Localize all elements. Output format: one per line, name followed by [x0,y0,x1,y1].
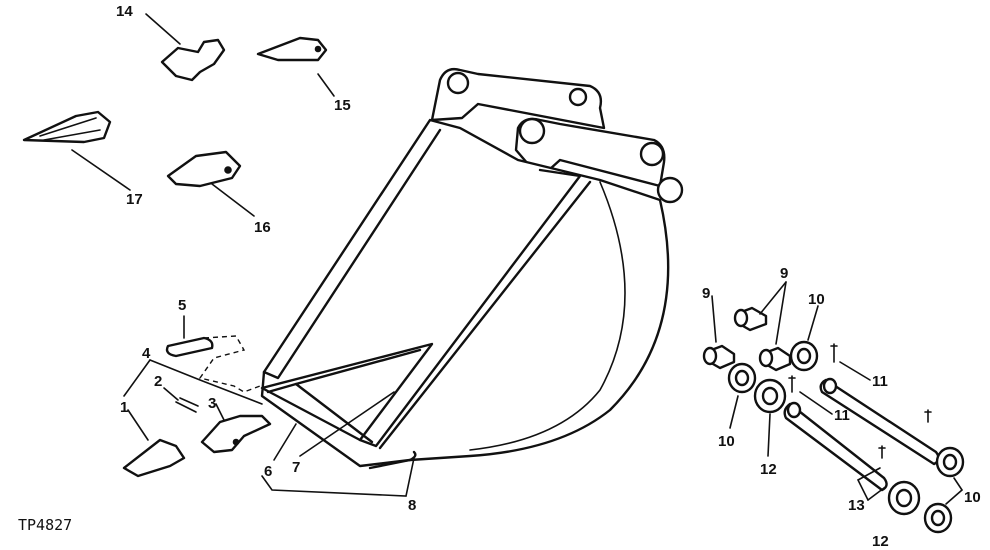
shim-10-right-bottom [923,502,953,534]
lower-pin-boss [656,176,684,204]
bushing-9-mid [758,346,792,372]
tooth-17 [22,110,112,144]
callout-14: 14 [116,3,133,20]
callout-17: 17 [126,191,143,208]
callout-8: 8 [408,497,416,514]
side-cutter [368,450,417,470]
shim-12-right [887,480,921,516]
callout-16: 16 [254,219,271,236]
tooth-15 [256,36,328,62]
callout-10-top: 10 [808,291,825,308]
rear-link-plate [430,67,606,130]
retainer-2 [175,397,199,413]
bucket-back-curve [469,181,626,451]
callout-7: 7 [292,459,300,476]
adapter-3 [200,414,272,454]
bushing-9-top [733,306,768,332]
callout-10-left: 10 [718,433,735,450]
pin-5 [165,336,214,358]
shim-10-right-top [935,446,965,478]
floor-line [294,348,422,386]
callout-2: 2 [154,373,162,390]
adapter-16 [166,150,242,188]
pin-5-leader-dashed [198,335,261,393]
bolt-11-top [830,343,932,423]
shim-12-left [753,378,787,414]
tooth-1 [122,438,186,478]
right-side-edge [358,168,582,448]
callout-13: 13 [848,497,865,514]
callout-6: 6 [264,463,272,480]
rear-pin-boss-right [568,87,588,107]
bushing-9-left [702,344,736,370]
front-pin-boss-right [639,141,665,167]
callout-4: 4 [142,345,151,362]
callout-3: 3 [208,395,216,412]
callout-12-bottom: 12 [872,533,889,550]
shim-10-top [789,340,819,372]
leader-lines [71,13,963,505]
left-side-edge [262,128,442,380]
callout-10-right: 10 [964,489,981,506]
bolt-11-mid [788,375,886,459]
callout-5: 5 [178,297,186,314]
callout-9-left: 9 [702,285,710,302]
tooth-14 [160,38,226,82]
rear-pin-boss-left [446,71,470,95]
callout-15: 15 [334,97,351,114]
callout-9-top: 9 [780,265,788,282]
callout-1: 1 [120,399,128,416]
callout-11-mid: 11 [834,407,850,424]
shim-10-left [727,362,757,394]
callout-labels: 14 15 17 16 5 4 2 3 1 6 7 8 9 9 10 10 11… [18,3,981,550]
bucket-mouth [260,342,434,442]
callout-12-left: 12 [760,461,777,478]
figure-id: TP4827 [18,516,72,534]
front-pin-boss-left [518,117,546,145]
right-side-inner-edge [378,180,592,450]
bucket [260,67,684,470]
callout-11-top: 11 [872,373,888,390]
